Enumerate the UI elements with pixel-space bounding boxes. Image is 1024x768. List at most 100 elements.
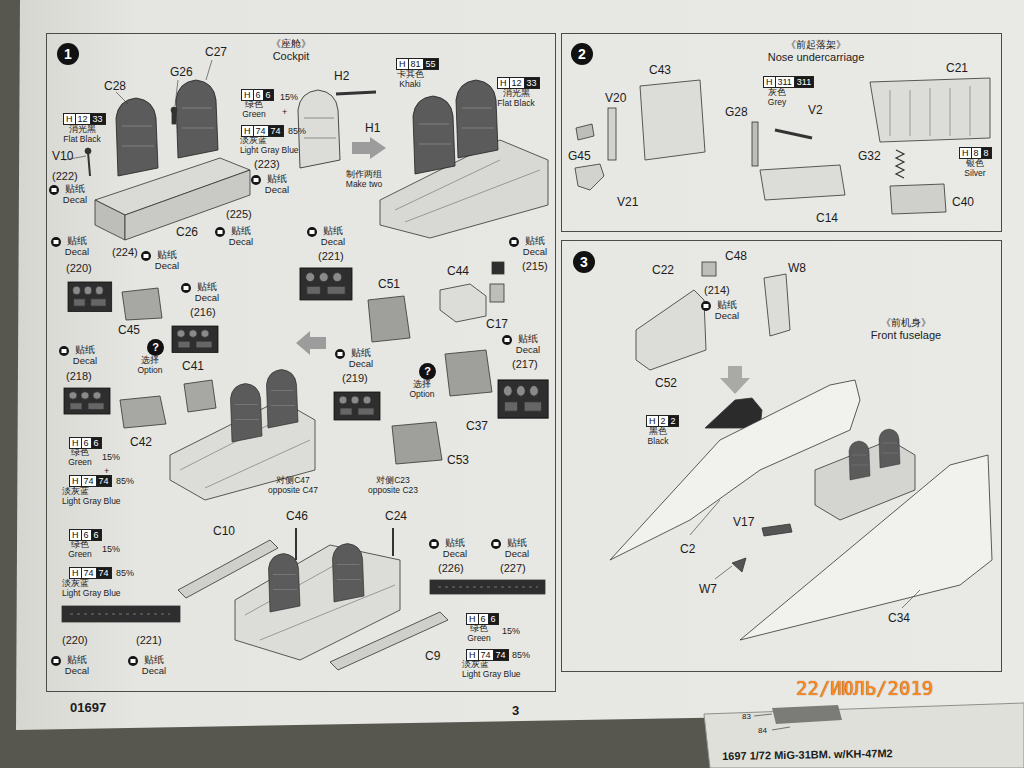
part-number: C26 — [176, 226, 198, 240]
part-number: C24 — [385, 510, 407, 524]
decal-note: 贴纸 Decal — [502, 538, 532, 560]
part-number: C37 — [466, 420, 488, 434]
panel-one-drawing — [392, 528, 394, 556]
panel-one-drawing — [64, 60, 212, 160]
panel-one-drawing — [333, 544, 365, 603]
decal-icons — [59, 346, 69, 356]
part-number: C27 — [205, 46, 227, 60]
part-number: C45 — [118, 324, 140, 338]
paint-code-text: 74 — [81, 567, 97, 579]
panel-three-drawing — [720, 366, 750, 394]
step-title: 《前起落架》 — [756, 39, 876, 51]
paint-note: 绿色 Green — [240, 100, 268, 120]
paint-code: H22 — [646, 415, 678, 427]
decal-number: (216) — [190, 306, 216, 319]
panel-one-drawing — [352, 137, 386, 159]
paint-code-text: 74 — [96, 475, 112, 487]
panel-two-drawing — [775, 130, 812, 138]
panel-one-drawing — [267, 370, 299, 429]
paint-code-text: 81 — [408, 58, 424, 70]
panel-three-drawing — [702, 262, 716, 276]
panel-one-drawing — [176, 80, 218, 158]
decal-icons — [429, 539, 439, 549]
decal-icons — [502, 335, 512, 345]
panel-one-drawing — [336, 92, 376, 94]
panel-one-drawing — [70, 587, 538, 614]
decal-number: (217) — [512, 358, 538, 371]
decal-note: 贴纸 Decal — [62, 236, 92, 258]
date-stamp: 22/ИЮЛЬ/2019 — [796, 678, 933, 700]
decal-number: (224) — [112, 246, 138, 259]
panel-two-drawing — [890, 86, 970, 136]
panel-one-drawing — [445, 350, 492, 396]
paint-note: 卡其色 Khaki — [393, 70, 427, 90]
paint-note: Light Gray Blue — [462, 670, 521, 680]
decal-note: 贴纸 Decal — [60, 184, 90, 206]
paint-code: H8155 — [396, 58, 438, 70]
decal-number: (220) — [66, 262, 92, 275]
panel-one-drawing — [120, 396, 166, 428]
paint-note: 黑色 Black — [643, 427, 673, 447]
step-title: Front fuselage — [856, 329, 956, 342]
panel-three-drawing — [636, 290, 706, 370]
panel-one-drawing — [413, 96, 455, 174]
step-number: 1 — [57, 43, 79, 65]
paint-code-text: 74 — [268, 125, 284, 137]
part-number: V17 — [733, 516, 754, 530]
panel-two-drawing — [576, 124, 594, 140]
paint-note: 对侧C23 opposite C23 — [362, 476, 424, 496]
decal-note: 贴纸 Decal — [70, 345, 100, 367]
decal-icons — [51, 237, 61, 247]
panel-one-drawing — [492, 262, 504, 274]
step-title: Nose undercarriage — [756, 51, 876, 64]
step-number: 3 — [573, 251, 595, 273]
part-number: C43 — [649, 64, 671, 78]
paint-ratio: + — [282, 107, 287, 117]
decal-icons — [491, 539, 501, 549]
part-number: C41 — [182, 360, 204, 374]
panel-one-drawing — [295, 528, 297, 560]
paint-ratio: 85% — [116, 476, 134, 486]
paint-code: H1233 — [497, 77, 539, 89]
decal-number: (225) — [226, 208, 252, 221]
paint-code-text: 2 — [668, 415, 679, 427]
decal-icons — [701, 301, 711, 311]
paint-code-text: 311 — [775, 76, 795, 88]
panel-two-drawing — [760, 165, 845, 200]
paint-code-text: 55 — [423, 58, 439, 70]
panel-two-drawing — [870, 78, 990, 142]
option-mark: ? — [419, 363, 436, 380]
paint-note: 淡灰蓝 — [62, 487, 89, 497]
decal-number: (214) — [704, 284, 730, 297]
paint-note: 选择 Option — [404, 380, 440, 400]
step-panel: 《前机身》Front fuselage 3H22 — [561, 240, 1002, 672]
paint-note: 淡灰蓝 — [62, 579, 89, 589]
step-number: 2 — [571, 43, 593, 65]
paint-note: 对侧C47 opposite C47 — [262, 476, 324, 496]
panel-one-drawing — [296, 331, 326, 355]
part-number: C28 — [104, 80, 126, 94]
panel-one-drawing — [88, 152, 90, 176]
paint-note: 绿色 Green — [465, 624, 493, 644]
panel-three-drawing — [740, 455, 992, 640]
part-number: C22 — [652, 264, 674, 278]
decal-icons — [49, 185, 59, 195]
paint-ratio: 15% — [502, 626, 520, 636]
decal-note: 贴纸 Decal — [139, 655, 169, 677]
panel-two-drawing — [890, 184, 946, 214]
title-block: 《前机身》Front fuselage — [856, 317, 956, 342]
decal-icons — [181, 283, 191, 293]
decal-icons — [335, 349, 345, 359]
decal-number: (222) — [52, 170, 78, 183]
step-number-text: 3 — [580, 255, 588, 269]
photo-ground — [772, 705, 842, 724]
part-number: C34 — [888, 612, 910, 626]
paint-code-text: 12 — [75, 113, 91, 125]
decal-note: 贴纸 Decal — [318, 226, 348, 248]
part-number: V20 — [605, 92, 626, 106]
paint-note: Light Gray Blue — [62, 497, 121, 507]
decal-number: (227) — [500, 562, 526, 575]
decal-note: 贴纸 Decal — [192, 282, 222, 304]
panel-three-drawing — [879, 429, 900, 468]
